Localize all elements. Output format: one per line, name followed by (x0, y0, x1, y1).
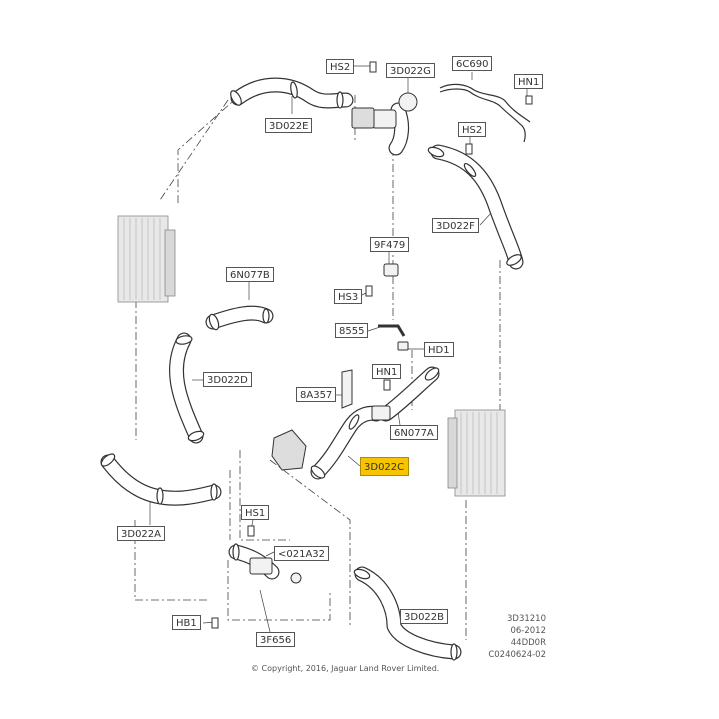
callout-3f656: 3F656 (256, 632, 296, 647)
reference-line-3: 44DD0R (510, 638, 546, 648)
hoses (100, 77, 524, 660)
callout-6n077b: 6N077B (226, 267, 274, 282)
callout-021a32: <021A32 (274, 546, 330, 561)
callout-3d022c: 3D022C (360, 457, 409, 476)
copyright-notice: © Copyright, 2016, Jaguar Land Rover Lim… (251, 664, 440, 673)
callout-hs1: HS1 (241, 505, 270, 520)
callout-6n077a: 6N077A (390, 425, 438, 440)
callout-hs3: HS3 (334, 289, 363, 304)
callout-hs2: HS2 (326, 59, 355, 74)
callout-3d022b: 3D022B (400, 609, 449, 624)
intercooler-left (117, 215, 176, 303)
callout-hs2-right: HS2 (458, 122, 487, 137)
sensor-harness (439, 83, 531, 143)
reference-line-2: 06-2012 (510, 626, 546, 636)
callout-3d022d: 3D022D (203, 372, 252, 387)
callout-hn1: HN1 (514, 74, 544, 89)
callout-6c690: 6C690 (452, 56, 493, 71)
reference-line-4: C0240624-02 (488, 650, 546, 660)
bolts (211, 61, 533, 629)
hose-clamps (100, 81, 522, 661)
callout-hb1: HB1 (172, 615, 201, 630)
callout-hd1: HD1 (424, 342, 454, 357)
intercooler-right (447, 409, 506, 497)
callout-3d022f: 3D022F (432, 218, 479, 233)
callout-8555: 8555 (335, 323, 369, 338)
callout-hn1-mid: HN1 (372, 364, 402, 379)
fittings (249, 92, 418, 584)
callout-3d022g: 3D022G (386, 63, 435, 78)
reference-line-1: 3D31210 (507, 614, 546, 624)
callout-8a357: 8A357 (296, 387, 337, 402)
callout-3d022a: 3D022A (117, 526, 165, 541)
callout-3d022e: 3D022E (265, 118, 313, 133)
callout-9f479: 9F479 (370, 237, 410, 252)
reference-block: 3D31210 06-2012 44DD0R C0240624-02 (476, 613, 546, 661)
